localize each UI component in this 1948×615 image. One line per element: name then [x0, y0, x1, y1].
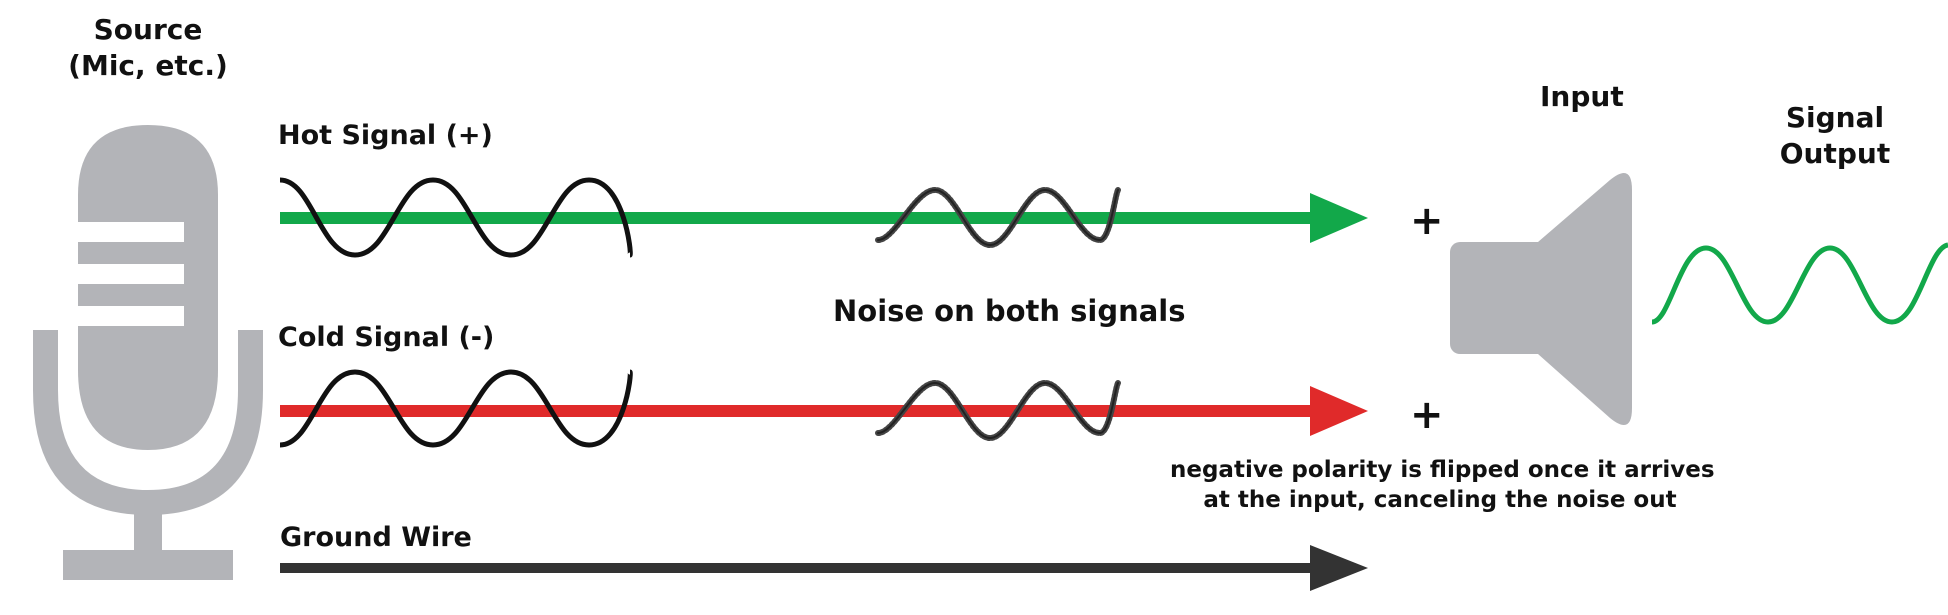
polarity-note: negative polarity is flipped once it arr… — [1170, 455, 1715, 515]
polarity-note-line2: at the input, canceling the noise out — [1203, 487, 1677, 513]
noise-label: Noise on both signals — [833, 294, 1186, 328]
hot-signal-wave — [279, 177, 633, 258]
ground-wire-label: Ground Wire — [280, 522, 472, 553]
signal-output-wave — [1651, 242, 1948, 325]
cold-signal-label: Cold Signal (-) — [278, 322, 495, 353]
cold-signal-wave — [279, 369, 633, 448]
hot-signal-line — [280, 193, 1368, 243]
input-label: Input — [1540, 80, 1624, 113]
noise-icon — [875, 186, 1121, 442]
polarity-note-line1: negative polarity is flipped once it arr… — [1170, 457, 1715, 483]
source-title: Source — [93, 13, 203, 46]
microphone-icon — [33, 125, 263, 580]
output-label-line2: Output — [1779, 137, 1891, 170]
ground-wire-line — [280, 545, 1368, 591]
signal-output-label: Signal Output — [1760, 100, 1910, 172]
output-label-line1: Signal — [1785, 101, 1885, 134]
hot-plus-symbol: + — [1410, 198, 1444, 244]
hot-signal-label: Hot Signal (+) — [278, 120, 493, 151]
source-subtitle: (Mic, etc.) — [68, 49, 228, 82]
speaker-icon — [1450, 172, 1632, 426]
cold-signal-line — [280, 386, 1368, 436]
source-label: Source (Mic, etc.) — [58, 12, 238, 84]
cold-plus-symbol: + — [1410, 392, 1444, 438]
